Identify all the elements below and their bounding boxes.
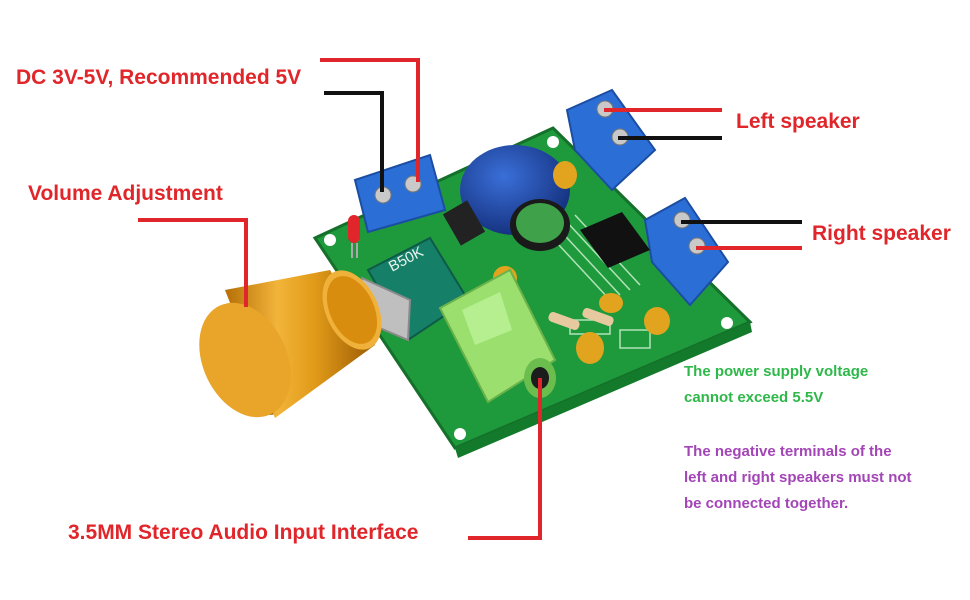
speaker-warning: The negative terminals of the left and r… <box>684 439 912 517</box>
audio-input-line <box>468 378 542 540</box>
resistors <box>548 307 614 331</box>
mount-hole <box>454 428 466 440</box>
voltage-warning-line: cannot exceed 5.5V <box>684 389 824 406</box>
right-speaker-label: Right speaker <box>812 222 951 245</box>
amplifier-ic <box>580 212 650 268</box>
ceramic-capacitors <box>493 161 670 364</box>
left-speaker-label: Left speaker <box>736 110 860 133</box>
volume-label: Volume Adjustment <box>28 182 223 205</box>
diode <box>442 200 486 246</box>
mount-hole <box>547 136 559 148</box>
speaker-warning-line: be connected together. <box>684 495 849 512</box>
pcb-edge <box>455 322 752 458</box>
power-label: DC 3V-5V, Recommended 5V <box>16 66 302 89</box>
voltage-warning-line: The power supply voltage <box>684 363 869 380</box>
power-negative-line <box>324 91 384 192</box>
volume-line <box>138 218 248 307</box>
mount-hole <box>324 234 336 246</box>
voltage-warning: The power supply voltage cannot exceed 5… <box>684 359 868 411</box>
speaker-warning-line: left and right speakers must not <box>684 469 912 486</box>
led <box>348 215 360 258</box>
power-positive-line <box>320 58 420 182</box>
left-speaker-terminal <box>565 88 657 192</box>
audio-input-label: 3.5MM Stereo Audio Input Interface <box>68 521 419 544</box>
volume-knob <box>199 270 382 418</box>
electrolytic-capacitor <box>460 145 570 251</box>
mount-hole <box>721 317 733 329</box>
pointer-lines <box>138 58 802 540</box>
speaker-warning-line: The negative terminals of the <box>684 443 892 460</box>
